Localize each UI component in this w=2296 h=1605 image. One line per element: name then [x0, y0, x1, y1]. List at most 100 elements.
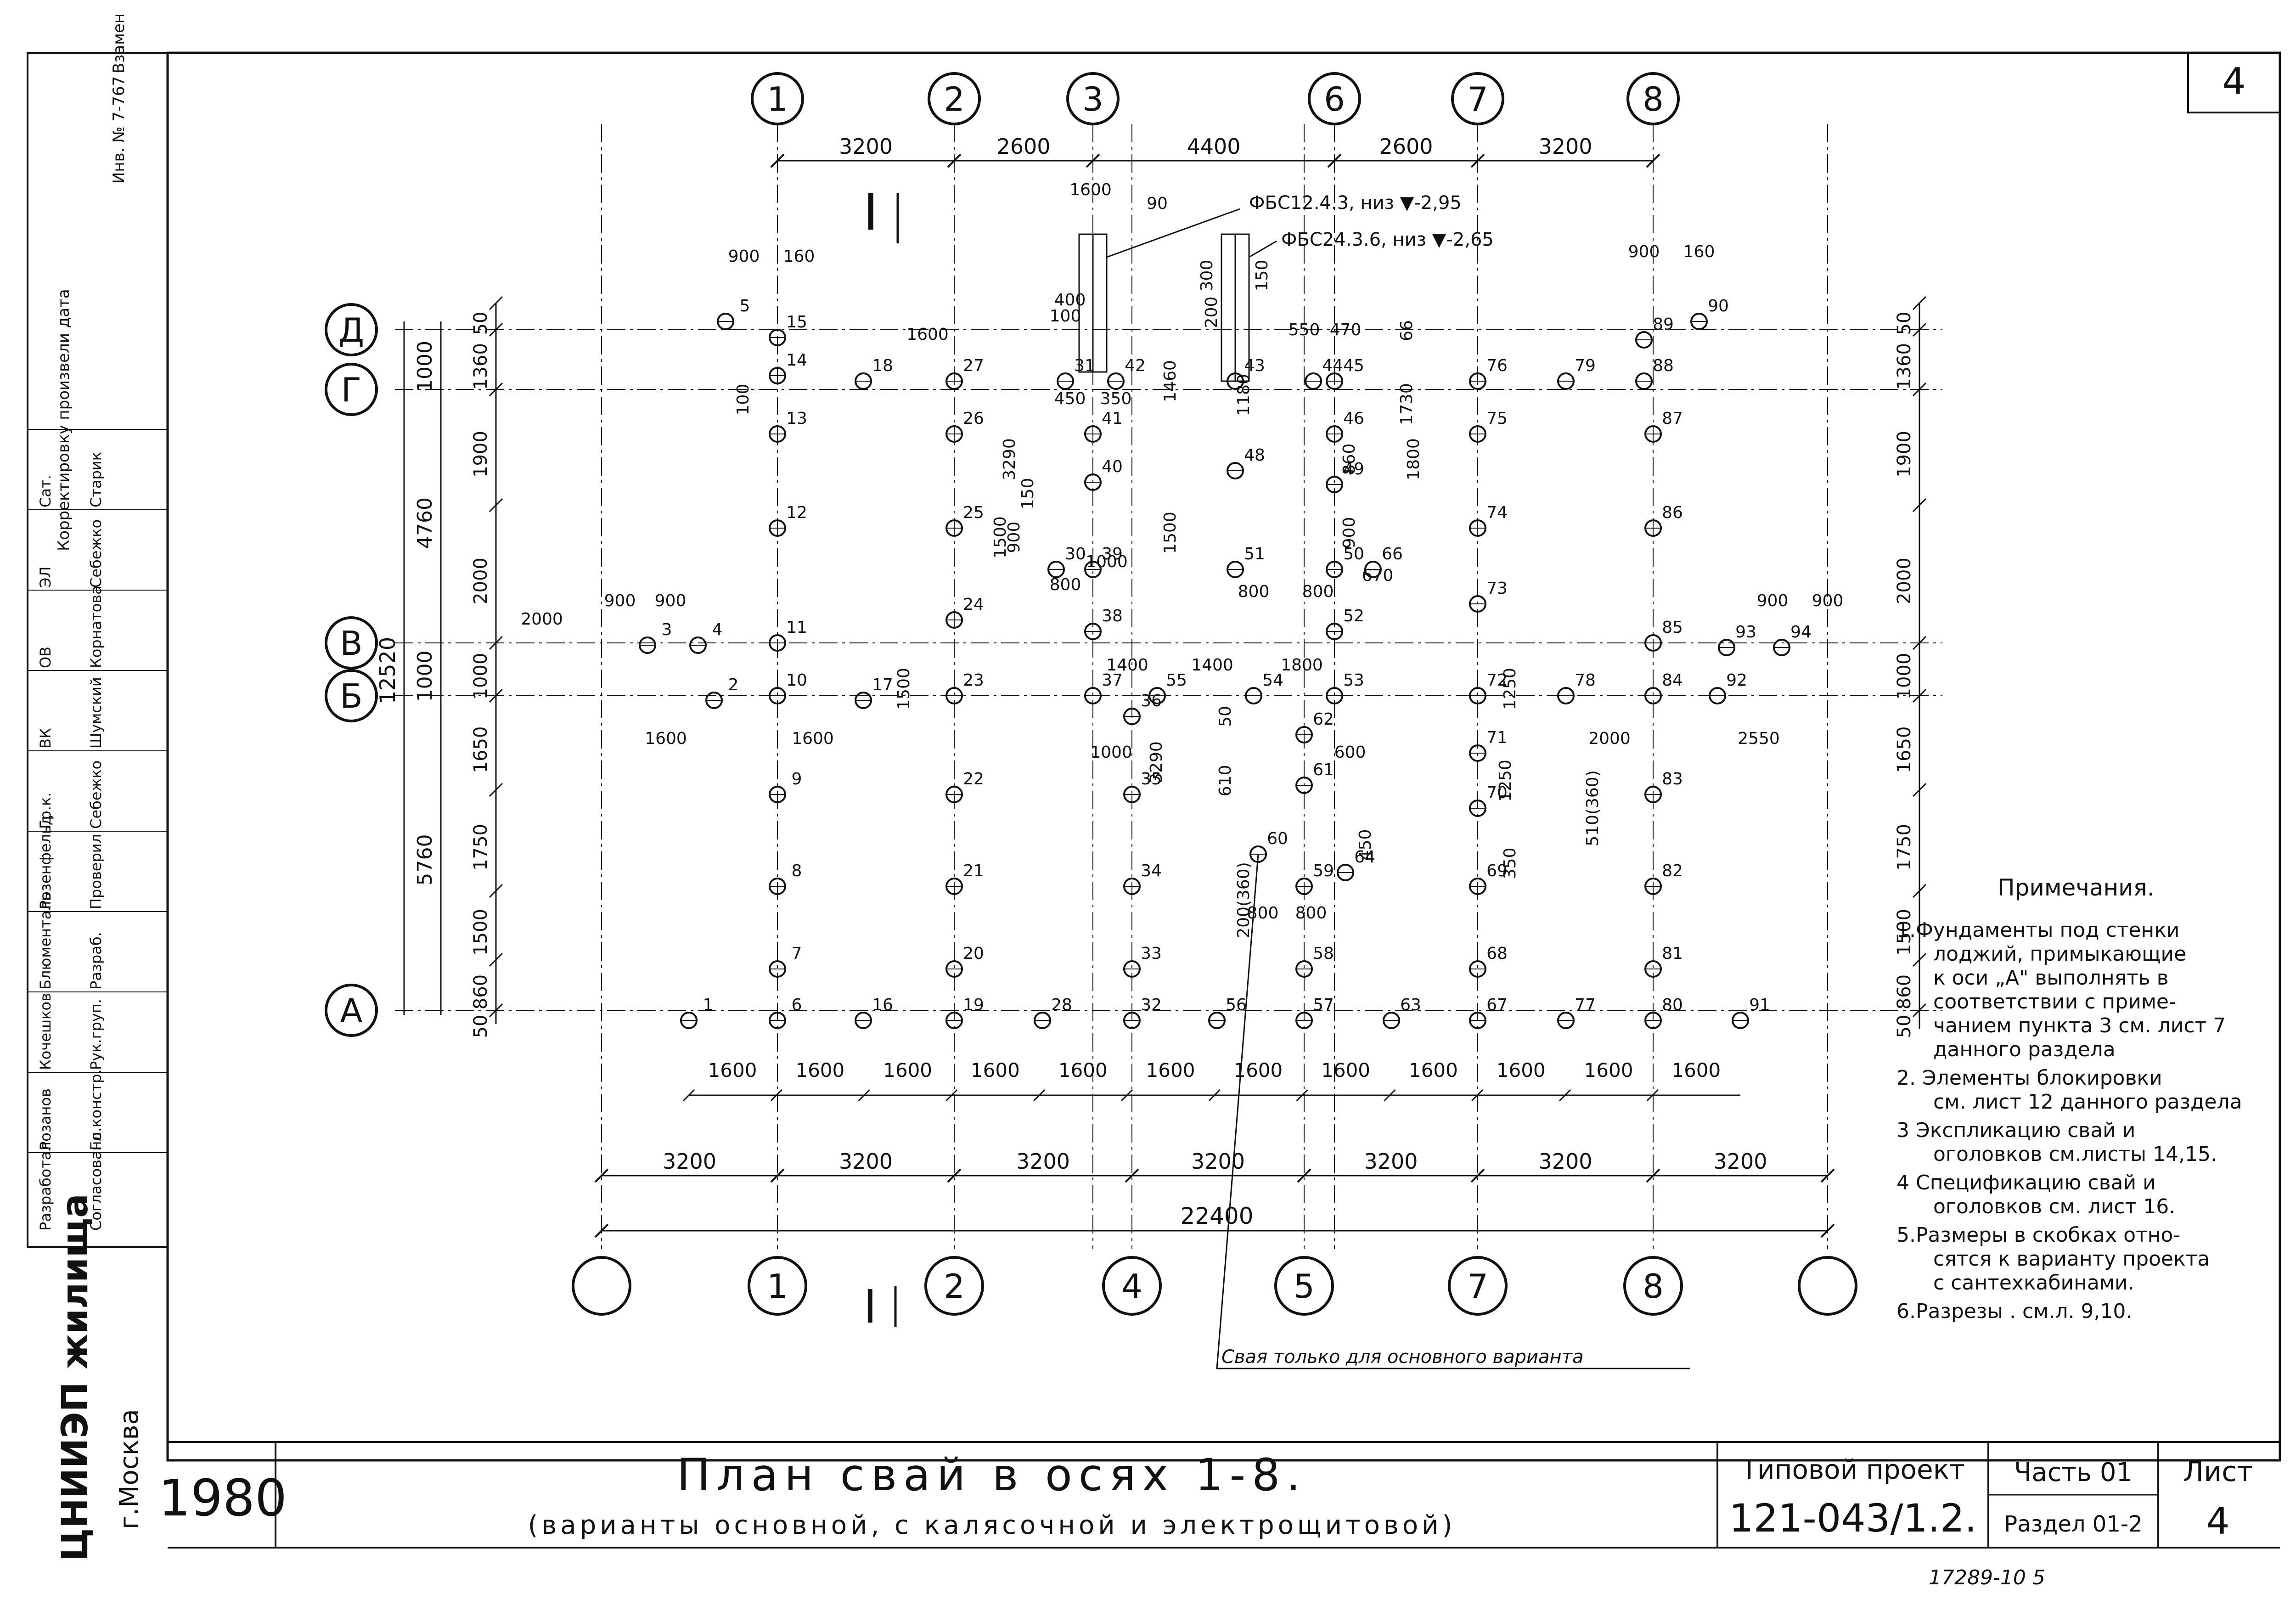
- dim-tick: [1820, 1223, 1835, 1238]
- pile-57: 57: [1295, 996, 1334, 1029]
- pile-6: 6: [769, 996, 802, 1029]
- note-item-1-line: к оси „А" выполнять в: [1933, 966, 2169, 990]
- dim-local-value: 900: [604, 591, 636, 610]
- pile-number: 73: [1486, 579, 1508, 598]
- dim-local-value: 350: [1501, 848, 1519, 879]
- pile-78: 78: [1557, 671, 1596, 704]
- dim-right-value: 50: [1894, 1015, 1915, 1038]
- dim-tick: [1120, 1089, 1133, 1102]
- axis-bubble-circle: [325, 363, 378, 416]
- dim-local-value: 90: [1147, 194, 1168, 213]
- pile-number: 70: [1486, 783, 1508, 802]
- note-item-2-line: см. лист 12 данного раздела: [1933, 1090, 2242, 1114]
- pile-67: 67: [1469, 996, 1508, 1029]
- pile-35: 35: [1123, 770, 1162, 803]
- stamp-name: Корнатова: [87, 586, 105, 668]
- pile-number: 33: [1141, 944, 1162, 963]
- foundation-leader-1: [1106, 208, 1240, 258]
- note-item-2-line: 2. Элементы блокировки: [1896, 1066, 2162, 1090]
- dim-bottom-row-value: 1600: [1146, 1059, 1195, 1081]
- dim-local-value: 66: [1397, 320, 1416, 341]
- dim-local-value: 1600: [645, 729, 687, 748]
- dim-local-value: 400: [1054, 291, 1086, 310]
- dim-tick: [1559, 1089, 1571, 1102]
- dim-local-value: 800: [1295, 904, 1327, 923]
- stamp-name: Себежко: [87, 760, 105, 829]
- dim-left-mid: 5760: [413, 834, 437, 886]
- dim-right-value: 1900: [1894, 431, 1915, 478]
- part-label: Часть 01: [2014, 1458, 2133, 1487]
- pile-17: 17: [855, 676, 893, 709]
- pile-number: 12: [786, 503, 807, 522]
- axis-left-4: Б: [325, 669, 378, 722]
- dim-local-value: 470: [1330, 321, 1362, 339]
- dim-right-value: 1650: [1894, 726, 1915, 773]
- dim-tick: [489, 688, 503, 703]
- dim-local-value: 100: [734, 384, 753, 416]
- pile-61: 61: [1295, 760, 1334, 794]
- pile-54: 54: [1245, 671, 1283, 704]
- pile-26: 26: [945, 409, 984, 443]
- pile-number: 26: [963, 409, 984, 428]
- dim-local-value: 1250: [1501, 668, 1519, 710]
- dim-top-value: 2600: [996, 134, 1050, 159]
- note-item-1-line: чанием пункта 3 см. лист 7: [1933, 1014, 2226, 1037]
- dim-left-inner: 1650: [470, 726, 491, 773]
- pile-number: 42: [1125, 356, 1146, 375]
- dim-local-value: 1800: [1281, 656, 1323, 675]
- pile-16: 16: [855, 996, 893, 1029]
- pile-number: 75: [1486, 409, 1508, 428]
- dim-right-value: 1750: [1894, 824, 1915, 871]
- pile-number: 52: [1343, 607, 1364, 625]
- dim-local-value: 150: [1019, 478, 1037, 510]
- pile-number: 4: [712, 620, 723, 639]
- dim-local-value: 160: [783, 247, 815, 266]
- dim-tick: [1297, 1168, 1311, 1183]
- pile-86: 86: [1644, 503, 1683, 537]
- dim-right-value: 2000: [1894, 558, 1915, 604]
- dim-tick: [1086, 153, 1100, 168]
- axis-bottom-1: [572, 1256, 631, 1316]
- dim-local-value: 200(360): [1234, 862, 1253, 938]
- dim-local-value: 1400: [1106, 656, 1148, 675]
- pile-63: 63: [1383, 996, 1421, 1029]
- pile-number: 72: [1486, 671, 1508, 690]
- pile-23: 23: [945, 671, 984, 704]
- dim-tick: [1384, 1089, 1396, 1102]
- axis-bubble-circle: [748, 1256, 807, 1316]
- pile-91: 91: [1732, 996, 1770, 1029]
- pile-number: 77: [1575, 996, 1596, 1014]
- pile-number: 8: [792, 862, 802, 880]
- stamp-name: Согласовано: [87, 1132, 105, 1231]
- pile-number: 14: [786, 351, 807, 370]
- pile-42: 42: [1107, 356, 1146, 390]
- pile-41: 41: [1084, 409, 1123, 443]
- pile-68: 68: [1469, 944, 1508, 978]
- pile-number: 50: [1343, 545, 1364, 563]
- dim-local-value: 900: [1757, 591, 1789, 610]
- stamp-name: Проверил: [87, 834, 105, 909]
- pile-number: 22: [963, 770, 984, 788]
- section-mark-top: I: [863, 183, 878, 242]
- pile-number: 91: [1749, 996, 1770, 1014]
- pile-33: 33: [1123, 944, 1162, 978]
- pile-number: 46: [1343, 409, 1364, 428]
- pile-number: 78: [1575, 671, 1596, 690]
- pile-18: 18: [855, 356, 893, 390]
- axis-bubble-label: 8: [1643, 80, 1664, 118]
- dim-bottom-row-value: 1600: [1584, 1059, 1633, 1081]
- pile-30: 30: [1047, 545, 1086, 578]
- stamp-role: Блюменталь: [37, 892, 54, 990]
- pile-45: 45: [1326, 356, 1364, 390]
- stamp-role: Сат.: [37, 475, 54, 507]
- pile-number: 57: [1313, 996, 1334, 1014]
- dim-tick: [489, 952, 503, 967]
- pile-number: 6: [792, 996, 802, 1014]
- replace-label: Взамен: [110, 13, 128, 73]
- pile-number: 54: [1262, 671, 1283, 690]
- pile-59: 59: [1295, 862, 1334, 895]
